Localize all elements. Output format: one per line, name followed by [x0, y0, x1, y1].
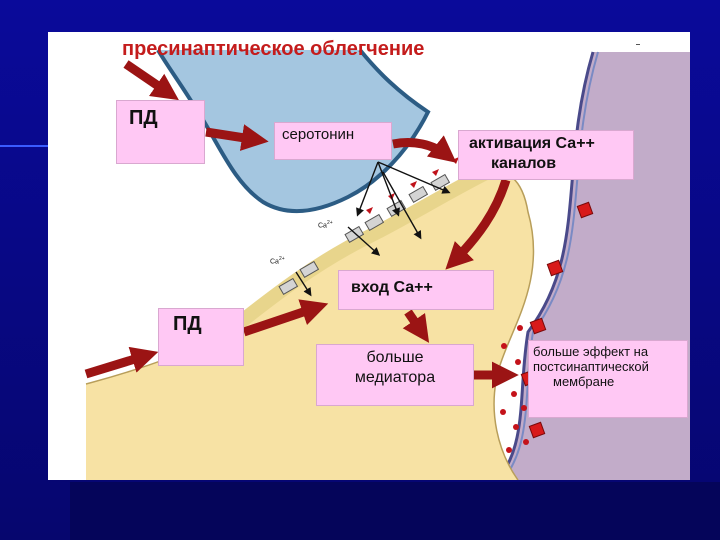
ca-ion-label-text: Ca [270, 258, 279, 266]
receptor [529, 317, 547, 335]
flux-arrow [382, 171, 422, 240]
ca-channel [278, 277, 299, 296]
diagram-card: пресинаптическое облегчение ПД серотонин… [48, 32, 690, 480]
serotonin-marker [432, 169, 439, 176]
ca-ion-charge: 2+ [326, 220, 333, 226]
label-serotonin: серотонин [274, 122, 392, 160]
mediator-dot [523, 439, 529, 445]
ca-flux-arrows [295, 161, 451, 297]
mediator-dot [501, 343, 507, 349]
label-activation-line1: активация Са++ [469, 135, 595, 152]
arrow-title-to-pd [123, 60, 179, 101]
label-pd-bottom: ПД [158, 308, 244, 366]
diagram-title: пресинаптическое облегчение [122, 38, 425, 60]
process-arrows [84, 60, 519, 389]
receptor [576, 201, 594, 219]
corner-mark [636, 44, 640, 45]
mediator-dot [517, 325, 523, 331]
mediator-dot [513, 424, 519, 430]
flux-arrow [377, 161, 451, 194]
ca-channel [299, 260, 320, 279]
serotonin-marker [366, 207, 373, 214]
mediator-dot [511, 391, 517, 397]
flux-arrow [356, 161, 379, 217]
label-pd-bottom-text: ПД [173, 313, 202, 335]
label-ca-channel-activation: активация Са++ каналов [458, 130, 634, 180]
receptor [528, 421, 546, 439]
mediator-dot [515, 359, 521, 365]
ca-ion-charge: 2+ [278, 256, 285, 262]
arrow-pd-to-channels [242, 299, 329, 337]
serotonin-marker [410, 181, 417, 188]
arrow-pd-to-serotonin [205, 124, 269, 151]
label-effect-line2: постсинаптической [533, 359, 649, 374]
mediator-dot [500, 409, 506, 415]
arrow-axon-to-pd [84, 346, 159, 379]
label-ca-entry: вход Са++ [338, 270, 494, 310]
label-mediator-line2: медиатора [354, 369, 436, 386]
ca-ion-label-text: Ca [318, 222, 327, 230]
label-serotonin-text: серотонин [282, 126, 355, 143]
slide-bottom-panel [70, 482, 720, 540]
label-mediator-line1: больше [366, 349, 424, 366]
arrow-serotonin-to-activation [392, 135, 457, 163]
ca-ion-label: Ca2+ [270, 256, 285, 265]
label-more-mediator: больше медиатора [316, 344, 474, 406]
arrow-activation-to-entry [445, 178, 511, 270]
flux-arrow [347, 226, 381, 256]
axon-terminal [86, 171, 534, 480]
label-pd-top-text: ПД [129, 107, 158, 129]
ca-channel [408, 185, 429, 204]
receptor [546, 259, 564, 277]
ca-ion-label: Ca2+ [318, 220, 333, 229]
label-effect-line3: мембране [553, 374, 615, 389]
label-ca-entry-text: вход Са++ [351, 279, 433, 296]
mediator-dot [506, 447, 512, 453]
label-postsynaptic-effect: больше эффект на постсинаптической мембр… [528, 340, 688, 418]
label-effect-line1: больше эффект на [533, 344, 649, 359]
ca-channel [364, 213, 385, 232]
slide-accent-line [0, 145, 50, 147]
flux-arrow [377, 161, 400, 217]
arrow-entry-to-mediator [402, 309, 430, 343]
label-activation-line2: каналов [491, 155, 557, 172]
flux-arrow [295, 271, 312, 297]
mediator-dot [521, 405, 527, 411]
label-pd-top: ПД [116, 100, 205, 164]
